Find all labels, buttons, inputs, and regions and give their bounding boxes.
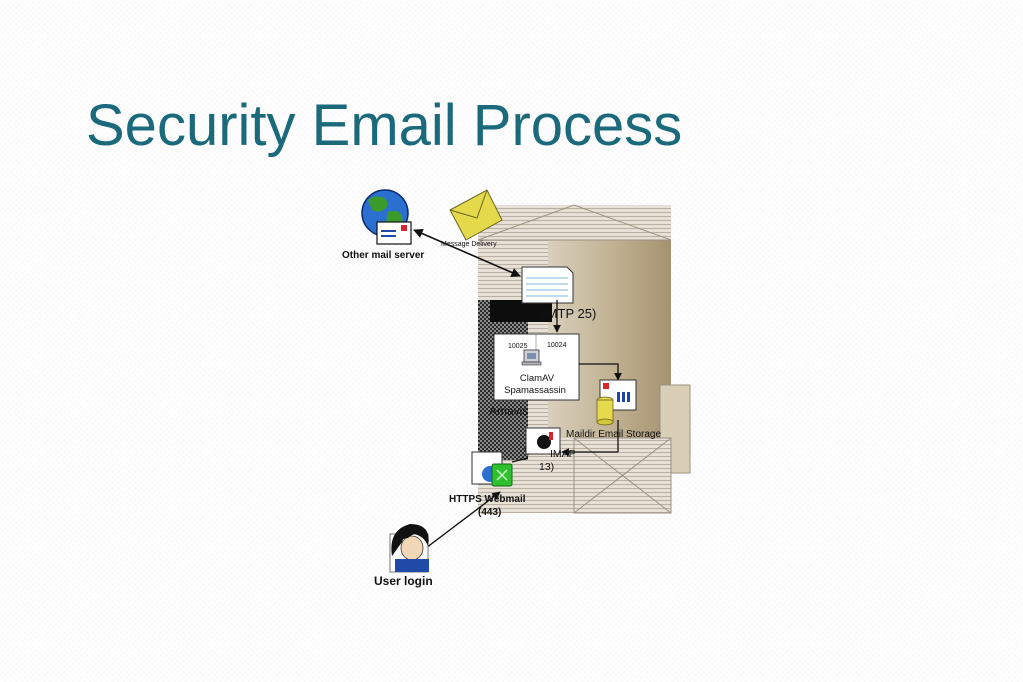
webmail-port-label: (443) <box>478 507 501 518</box>
maildir-label: Maildir Email Storage <box>566 429 661 440</box>
amavis-label: Amavis <box>489 404 528 418</box>
smtp-black-bar <box>490 300 552 322</box>
imap-port-label: 13) <box>539 461 554 473</box>
clamav-label: ClamAV <box>520 373 555 384</box>
roof-outline <box>477 204 672 241</box>
delivery-arrow <box>413 229 521 277</box>
user-to-webmail-arrow <box>425 491 501 549</box>
imap-label: IMAP <box>550 448 576 460</box>
clamav-box <box>493 333 580 401</box>
webmail-label: HTTPS Webmail <box>449 494 526 505</box>
other-mail-server-label: Other mail server <box>342 250 424 261</box>
building-side-wing <box>659 384 691 474</box>
spamassassin-label: Spamassassin <box>504 385 566 396</box>
imap-folder-icon <box>525 427 561 455</box>
user-icon <box>389 524 429 573</box>
computer-icon <box>521 349 542 366</box>
mail-document-icon <box>521 266 574 304</box>
storage-icon <box>596 379 637 426</box>
slide-title: Security Email Process <box>86 93 683 158</box>
globe-icon <box>361 189 412 245</box>
filter-to-storage-arrow <box>579 363 622 381</box>
port-10025-label: 10025 <box>508 343 528 350</box>
webmail-to-imap-line <box>511 457 529 463</box>
smtp-label: SMTP 25) <box>538 306 596 321</box>
port-10024-label: 10024 <box>547 342 567 349</box>
lock-icon <box>491 463 513 487</box>
user-login-label: User login <box>374 574 433 588</box>
